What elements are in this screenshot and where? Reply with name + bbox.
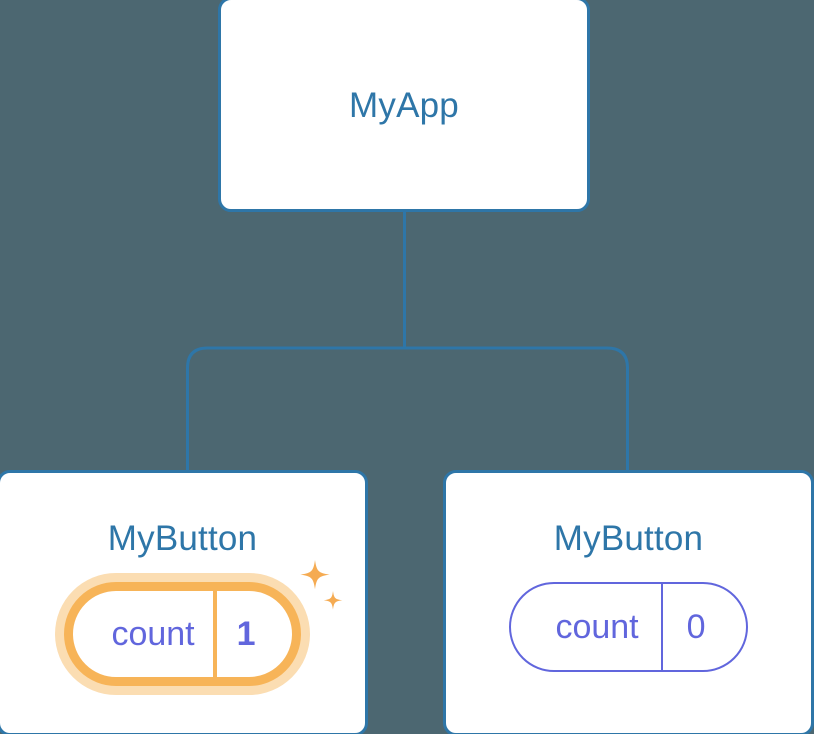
node-mybutton-0[interactable]: MyButton count 1: [0, 470, 368, 734]
state-value: 0: [686, 608, 706, 646]
state-pill-wrapper: count 0: [509, 582, 748, 672]
node-title: MyButton: [107, 519, 258, 558]
node-title: MyApp: [349, 86, 459, 125]
state-pill-highlighted[interactable]: count 1: [64, 582, 301, 686]
node-myapp[interactable]: MyApp: [218, 0, 590, 212]
sparkles-icon: [293, 558, 345, 620]
state-key: count: [73, 591, 217, 677]
state-value: 1: [236, 615, 256, 653]
node-title: MyButton: [553, 519, 704, 558]
connector-child-bus: [186, 346, 629, 470]
state-pill[interactable]: count 0: [509, 582, 748, 672]
state-key: count: [511, 584, 663, 670]
state-pill-wrapper: count 1: [64, 560, 342, 686]
node-mybutton-1[interactable]: MyButton count 0: [443, 470, 814, 734]
